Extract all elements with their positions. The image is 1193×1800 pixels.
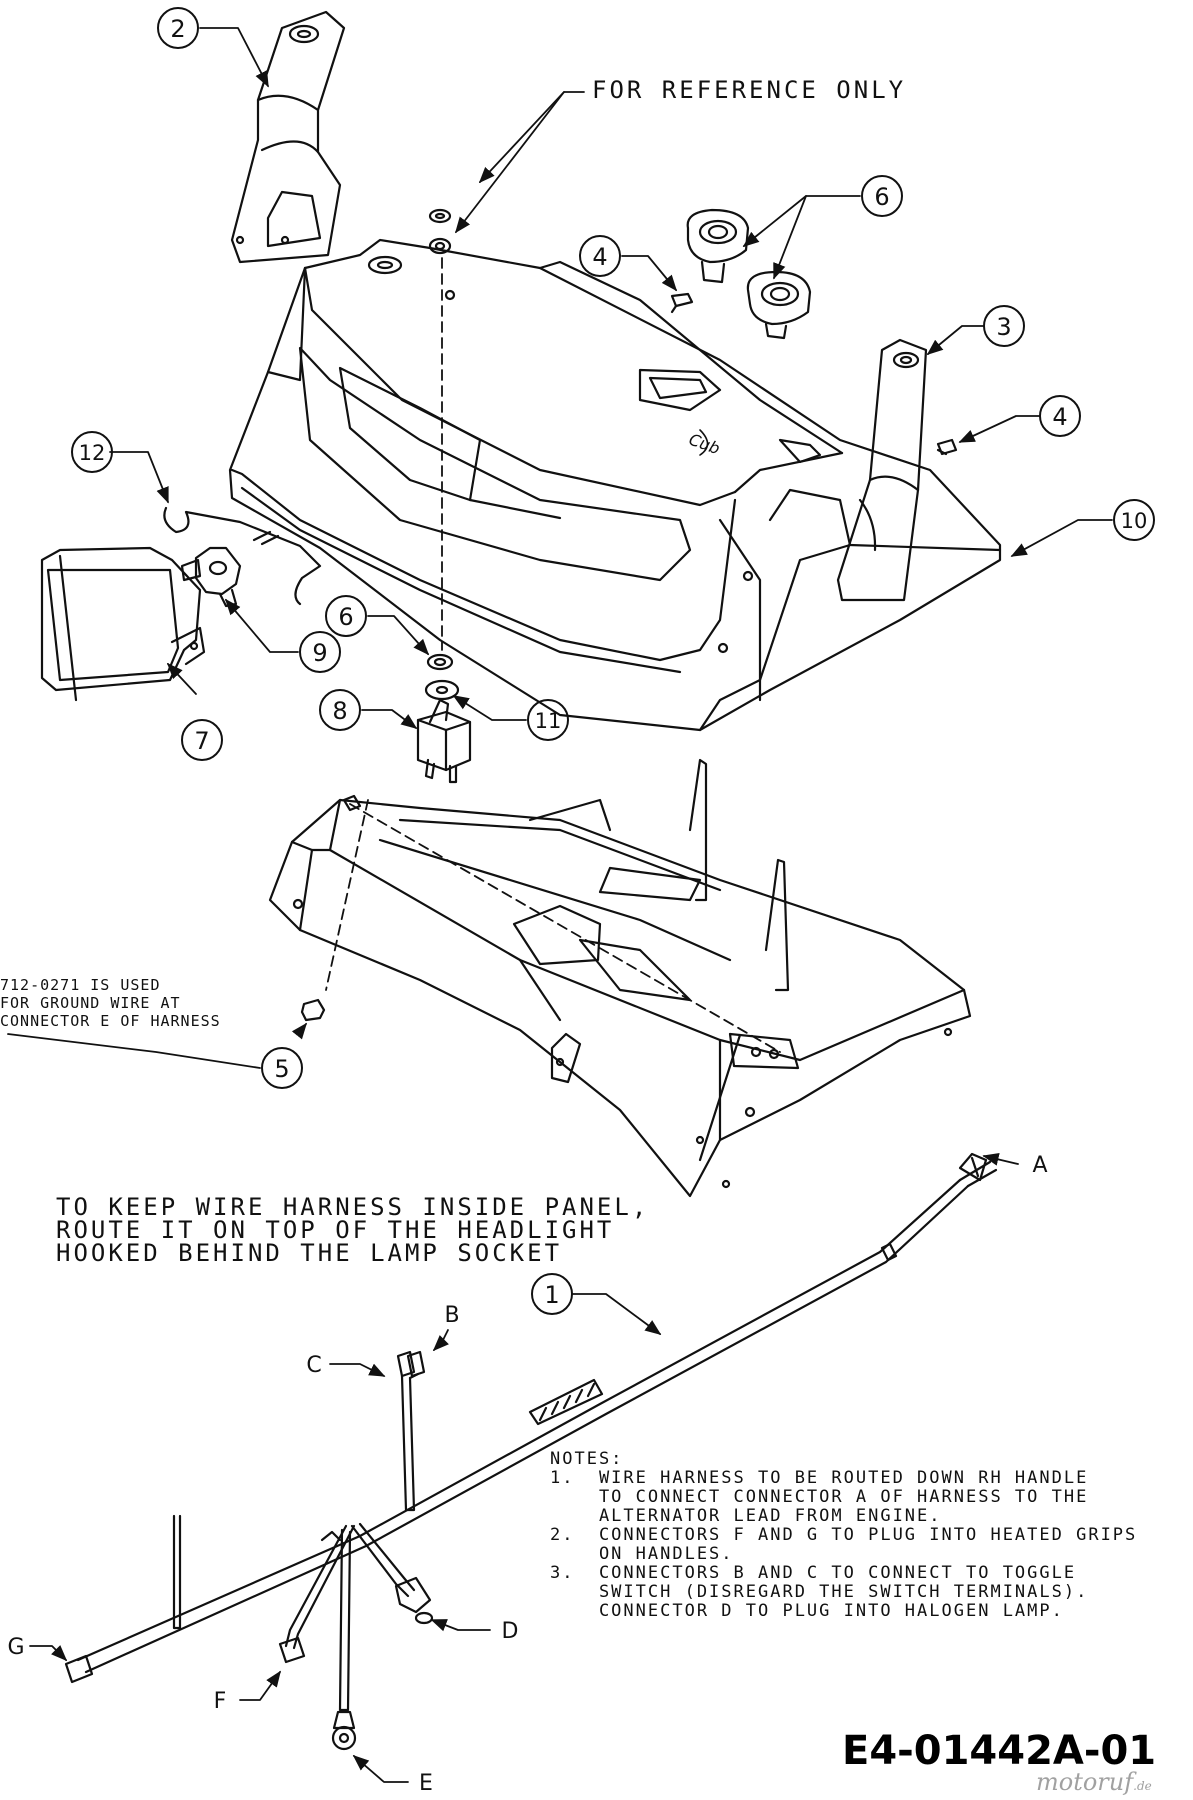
- callout-12: 12: [79, 441, 106, 465]
- routing-note-line: HOOKED BEHIND THE LAMP SOCKET: [56, 1239, 563, 1267]
- callout-3: 3: [996, 313, 1011, 341]
- notes-line: 1. WIRE HARNESS TO BE ROUTED DOWN RH HAN…: [550, 1468, 1089, 1488]
- toggle-switch: [416, 698, 472, 784]
- lock-washer: [426, 653, 454, 671]
- callout-4-left: 4: [592, 243, 607, 271]
- handle-tube-left: [230, 10, 346, 264]
- ground-note-line: 712-0271 IS USED: [0, 976, 161, 994]
- connector-label-e: E: [419, 1771, 433, 1796]
- reference-only-label: FOR REFERENCE ONLY: [592, 76, 907, 104]
- screw-4-right: [936, 438, 958, 456]
- connector-label-f: F: [214, 1689, 227, 1714]
- connector-e: [331, 1710, 357, 1751]
- routing-note: TO KEEP WIRE HARNESS INSIDE PANEL, ROUTE…: [56, 1193, 650, 1267]
- notes-line: 2. CONNECTORS F AND G TO PLUG INTO HEATE…: [550, 1525, 1138, 1545]
- connector-label-g: G: [7, 1635, 24, 1660]
- callout-5: 5: [274, 1055, 289, 1083]
- ground-wire: [163, 506, 322, 606]
- callout-7: 7: [194, 727, 209, 755]
- watermark-logo: motoruf.de: [1036, 1768, 1152, 1796]
- callout-9: 9: [312, 639, 327, 667]
- flat-washer: [424, 679, 460, 701]
- notes-line: TO CONNECT CONNECTOR A OF HARNESS TO THE: [550, 1487, 1089, 1507]
- callout-6-top: 6: [874, 183, 889, 211]
- ground-note-line: CONNECTOR E OF HARNESS: [0, 1012, 221, 1030]
- connector-label-b: B: [444, 1303, 459, 1328]
- connector-label-d: D: [502, 1619, 519, 1644]
- document-id: E4-01442A-01: [842, 1728, 1157, 1774]
- routing-note-line: TO KEEP WIRE HARNESS INSIDE PANEL,: [56, 1193, 650, 1221]
- mounting-bracket: [268, 758, 972, 1198]
- notes-line: 3. CONNECTORS B AND C TO CONNECT TO TOGG…: [550, 1563, 1077, 1583]
- routing-note-line: ROUTE IT ON TOP OF THE HEADLIGHT: [56, 1216, 615, 1244]
- knob-left: [686, 208, 750, 284]
- notes-line: SWITCH (DISREGARD THE SWITCH TERMINALS).: [550, 1582, 1089, 1602]
- notes-block: NOTES: 1. WIRE HARNESS TO BE ROUTED DOWN…: [550, 1450, 1137, 1621]
- watermark-main: motoruf: [1036, 1768, 1134, 1796]
- connector-f: [278, 1636, 306, 1664]
- handle-tube-right: [836, 338, 928, 602]
- callout-11: 11: [535, 709, 562, 733]
- nut-5: [300, 998, 326, 1022]
- ground-wire-note: 712-0271 IS USED FOR GROUND WIRE AT CONN…: [0, 976, 221, 1030]
- callout-labels: 2 6 4 3 4 12 10 6 9 8 11 7 5 1: [79, 15, 1148, 1309]
- connector-label-c: C: [306, 1353, 321, 1378]
- callout-1: 1: [544, 1281, 559, 1309]
- watermark-suffix: .de: [1133, 1779, 1152, 1793]
- connector-b-c: [396, 1350, 426, 1378]
- ground-note-line: FOR GROUND WIRE AT: [0, 994, 181, 1012]
- lamp-socket: [180, 546, 242, 608]
- callout-6-bottom: 6: [338, 603, 353, 631]
- callout-8: 8: [332, 697, 347, 725]
- dashboard-console: Cub: [228, 238, 1002, 732]
- notes-line: CONNECTOR D TO PLUG INTO HALOGEN LAMP.: [550, 1601, 1064, 1621]
- notes-line: ALTERNATOR LEAD FROM ENGINE.: [550, 1506, 942, 1526]
- connector-label-a: A: [1032, 1153, 1047, 1178]
- lamp-lens: [40, 546, 206, 702]
- svg-text:Cub: Cub: [686, 430, 722, 459]
- reference-washers: [428, 208, 452, 651]
- connector-labels: A B C D G F E: [7, 1153, 1047, 1796]
- callout-10: 10: [1121, 509, 1148, 533]
- callout-2: 2: [170, 15, 185, 43]
- connector-g: [64, 1654, 94, 1684]
- callout-4-right: 4: [1052, 403, 1067, 431]
- notes-heading: NOTES:: [550, 1449, 624, 1469]
- callout-circles: [71, 7, 1155, 1315]
- screw-4-left: [670, 292, 694, 314]
- knob-right: [746, 270, 812, 340]
- notes-line: ON HANDLES.: [550, 1544, 734, 1564]
- leader-lines: [7, 27, 1113, 1783]
- connector-d: [394, 1576, 434, 1625]
